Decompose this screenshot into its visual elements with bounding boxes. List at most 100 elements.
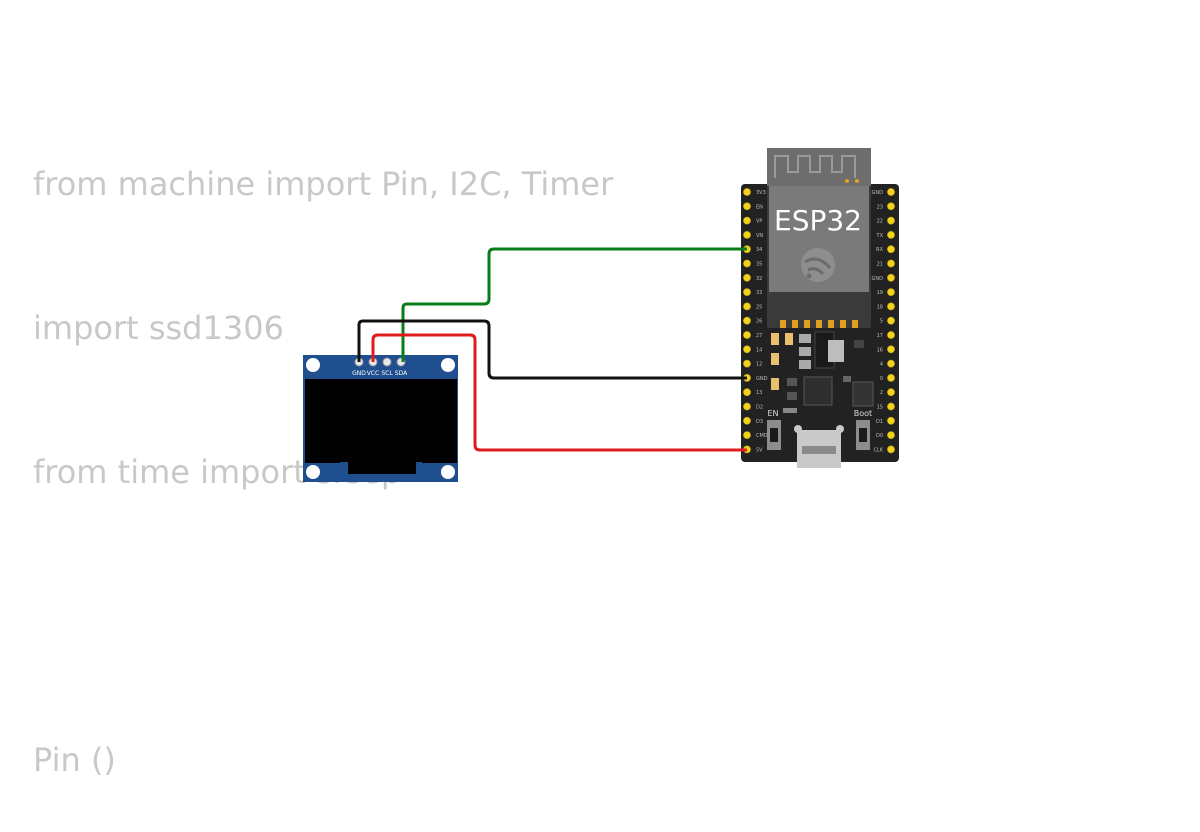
right-pin-17[interactable]: [887, 331, 895, 339]
pin-label: 12: [756, 362, 762, 368]
pin-label: 3V3: [756, 190, 766, 196]
left-pin-d3[interactable]: [743, 416, 751, 425]
smd-component: [799, 360, 811, 369]
left-pin-12[interactable]: [743, 359, 751, 368]
mount-hole: [441, 358, 455, 372]
left-pin-13[interactable]: [743, 388, 751, 397]
module-pad: [816, 320, 822, 328]
sda-wire[interactable]: [401, 247, 747, 362]
smd-component: [852, 381, 874, 407]
module-pad: [804, 320, 810, 328]
pin-label: GND: [756, 376, 768, 382]
pin-label: VN: [756, 233, 763, 239]
right-pin-15[interactable]: [887, 402, 895, 411]
right-pin-gnd[interactable]: [887, 188, 895, 196]
pin-label: EN: [756, 204, 763, 210]
module-castellations: [780, 320, 858, 328]
module-pad: [780, 320, 786, 328]
esp32-board[interactable]: ESP32 EN Boot: [741, 148, 899, 468]
pin-label: D1: [876, 419, 883, 425]
right-pin-d0[interactable]: [887, 431, 895, 439]
pin-label: 0: [880, 376, 883, 382]
module-pad: [828, 320, 834, 328]
smd-component: [771, 378, 779, 390]
left-pin-cmd[interactable]: [743, 431, 751, 439]
pin-label: 5V: [756, 447, 763, 453]
right-pin-4[interactable]: [887, 359, 895, 368]
oled-pin-label: SCL: [381, 370, 393, 377]
right-pin-rx[interactable]: [887, 245, 895, 254]
usb-uart-chip: [803, 376, 833, 406]
right-pin-gnd[interactable]: [887, 273, 895, 282]
left-pin-35[interactable]: [743, 259, 751, 268]
left-pin-26[interactable]: [743, 316, 751, 325]
pin-label: 21: [877, 262, 883, 268]
pin-label: 27: [756, 333, 762, 339]
code-line: from machine import Pin, I2C, Timer: [33, 165, 614, 203]
left-pin-25[interactable]: [743, 302, 751, 311]
right-pin-19[interactable]: [887, 288, 895, 296]
oled-pin-scl[interactable]: [382, 357, 392, 367]
pin-label: 33: [756, 290, 762, 296]
right-pin-5[interactable]: [887, 316, 895, 325]
smd-component: [843, 376, 851, 382]
pin-label: TX: [876, 233, 884, 239]
antenna-trace-icon: [774, 155, 856, 178]
smd-component: [771, 353, 779, 365]
code-line: Pin (): [33, 741, 116, 779]
en-label: EN: [767, 409, 778, 418]
oled-screen: [305, 379, 457, 463]
smd-component: [799, 347, 811, 356]
left-pin-vp[interactable]: [743, 216, 751, 225]
right-pin-tx[interactable]: [887, 230, 895, 239]
pin-label: 15: [877, 405, 883, 411]
pin-label: 17: [877, 333, 883, 339]
smd-component: [787, 378, 797, 386]
code-line: import ssd1306: [33, 309, 284, 347]
mount-hole: [306, 358, 320, 372]
left-pin-3v3[interactable]: [743, 188, 751, 196]
pin-label: 4: [880, 362, 883, 368]
right-pin-d1[interactable]: [887, 416, 895, 425]
left-pin-32[interactable]: [743, 273, 751, 282]
left-pin-vn[interactable]: [743, 230, 751, 239]
right-pin-16[interactable]: [887, 345, 895, 354]
right-pin-2[interactable]: [887, 388, 895, 397]
left-pin-27[interactable]: [743, 331, 751, 339]
pin-label: 2: [880, 390, 883, 396]
pin-label: 13: [756, 390, 762, 396]
right-pin-23[interactable]: [887, 202, 895, 211]
pin-label: GND: [872, 276, 884, 282]
pin-label: CMD: [756, 433, 768, 439]
pin-label: RX: [876, 247, 883, 253]
right-pin-clk[interactable]: [887, 445, 895, 454]
gnd-wire[interactable]: [357, 319, 747, 380]
pin-label: CLK: [873, 447, 883, 453]
boot-label: Boot: [854, 409, 872, 418]
pin-label: 25: [756, 304, 762, 310]
pin-label: 16: [877, 347, 883, 353]
esp32-pin-headers: 3V3ENVPVN343532332526271412GND13D2D3CMD5…: [743, 188, 895, 454]
en-button-cap[interactable]: [770, 428, 778, 442]
smd-component: [785, 333, 793, 345]
left-pin-14[interactable]: [743, 345, 751, 354]
pin-label: 34: [756, 247, 762, 253]
boot-button-cap[interactable]: [859, 428, 867, 442]
left-pin-en[interactable]: [743, 202, 751, 211]
smd-component: [783, 408, 797, 413]
right-pin-0[interactable]: [887, 373, 895, 382]
right-pin-21[interactable]: [887, 259, 895, 268]
smd-component: [854, 340, 864, 348]
right-pin-18[interactable]: [887, 302, 895, 311]
vcc-wire[interactable]: [371, 333, 747, 452]
module-pad: [852, 320, 858, 328]
oled-flex-cable: [348, 462, 416, 474]
espressif-logo-icon: [801, 248, 835, 282]
left-pin-33[interactable]: [743, 288, 751, 296]
left-pin-d2[interactable]: [743, 402, 751, 411]
antenna-pad: [845, 179, 849, 183]
right-pin-22[interactable]: [887, 216, 895, 225]
pin-label: 18: [877, 304, 883, 310]
